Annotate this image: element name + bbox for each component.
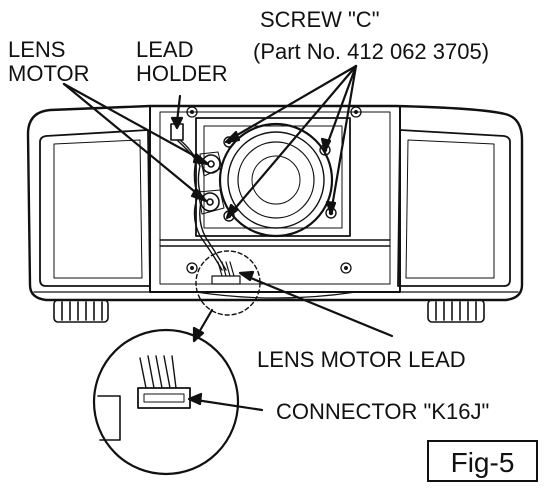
label-lens-motor-2: MOTOR: [8, 61, 90, 86]
right-grille-inner: [405, 139, 495, 279]
detail-callout-circle: [195, 250, 261, 316]
label-lens-motor-lead: LENS MOTOR LEAD: [257, 347, 466, 372]
label-lead-holder-1: LEAD: [136, 37, 194, 62]
right-grille-panel: [397, 129, 511, 287]
arrow-screw-tr: [320, 137, 332, 153]
connector-in-unit: [211, 261, 241, 285]
lens-plate-inner: [203, 125, 343, 229]
left-grille-panel: [39, 129, 151, 287]
center-compartment: [149, 105, 401, 293]
arrow-screw-bl: [225, 203, 239, 220]
detail-board-edge: [97, 395, 121, 441]
label-screw-c: SCREW "C": [260, 7, 380, 32]
bottom-lip: [195, 291, 357, 299]
label-lens-motor-1: LENS: [8, 37, 66, 62]
lens-outer: [218, 122, 334, 238]
label-part-no: (Part No. 412 062 3705): [253, 39, 490, 64]
detail-connector: [137, 355, 191, 409]
arrow-lead-holder: [170, 116, 184, 130]
lens-ring: [227, 131, 325, 229]
label-connector: CONNECTOR "K16J": [276, 399, 490, 424]
arrow-connector: [187, 392, 203, 406]
left-foot: [53, 299, 109, 323]
figure-number-box: Fig-5: [427, 440, 538, 482]
lens-glass: [237, 141, 315, 219]
leader-lines: [62, 64, 394, 412]
right-foot: [427, 299, 485, 323]
arrow-screw-br: [325, 200, 337, 216]
arrow-lens-motor-upper: [192, 152, 210, 166]
arrow-lens-motor-lead: [238, 270, 255, 282]
chassis-outline: [26, 104, 524, 302]
arrow-lens-motor-lower: [190, 187, 208, 203]
lens-center: [251, 155, 301, 205]
corner-screw-bl: [186, 262, 198, 274]
figure-number: Fig-5: [450, 447, 515, 478]
label-lead-holder-2: HOLDER: [136, 61, 228, 86]
corner-screw-tr: [350, 106, 362, 118]
left-grille-inner: [53, 139, 143, 279]
lens-motor-lower: [197, 189, 225, 215]
detail-circle: [92, 328, 240, 476]
corner-screw-br: [340, 262, 352, 274]
arrow-detail-callout: [192, 326, 205, 343]
corner-screw-tl: [186, 106, 198, 118]
arrow-screw-tl: [224, 130, 241, 144]
